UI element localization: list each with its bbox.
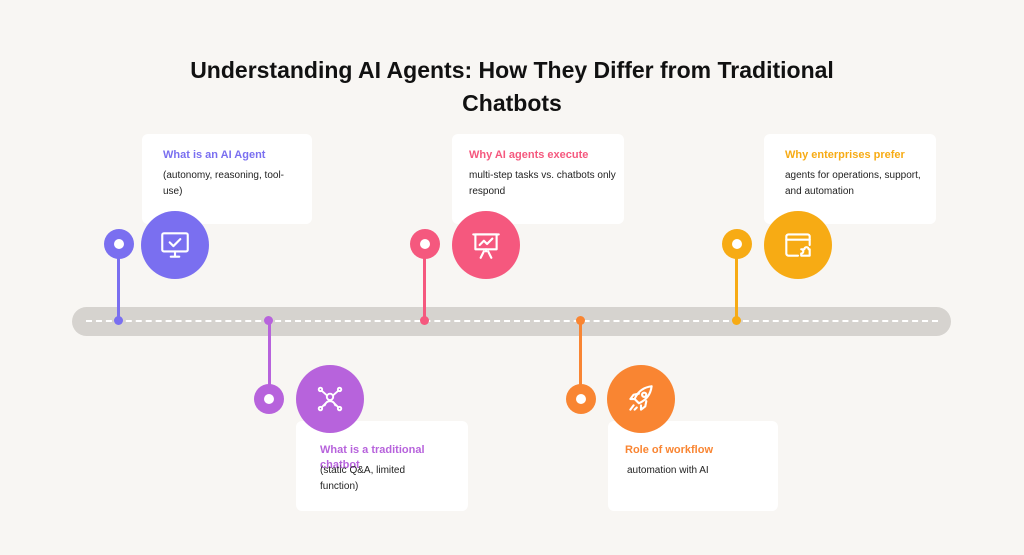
card-heading: What is a traditional chatbot (320, 444, 425, 471)
card-ai-agent: What is an AI Agent (autonomy, reasoning… (142, 134, 312, 224)
card-enterprises-prefer: Why enterprises prefer agents for operat… (764, 134, 936, 224)
timeline-node (566, 384, 596, 414)
connector-stem (735, 244, 738, 321)
card-body: automation with AI (627, 465, 709, 476)
timeline-dot (420, 316, 429, 325)
page-title: Understanding AI Agents: How They Differ… (0, 54, 1024, 120)
timeline-node (104, 229, 134, 259)
timeline-dot (576, 316, 585, 325)
card-role-of-workflow: Role of workflow automation with AI (608, 421, 778, 511)
timeline-dot (114, 316, 123, 325)
browser-puzzle-icon (764, 211, 832, 279)
title-line-2: Chatbots (462, 90, 562, 116)
connector-stem (268, 321, 271, 399)
presentation-chart-icon (452, 211, 520, 279)
card-heading: Why AI agents execute (469, 149, 589, 161)
card-traditional-chatbot: What is a traditional chatbot (static Q&… (296, 421, 468, 511)
network-user-icon (296, 365, 364, 433)
card-heading: Why enterprises prefer (785, 149, 905, 161)
card-body: (autonomy, reasoning, tool-use) (163, 170, 284, 197)
rocket-icon (607, 365, 675, 433)
connector-stem (423, 244, 426, 321)
timeline-node (254, 384, 284, 414)
timeline-dot (264, 316, 273, 325)
timeline-dashed-line (86, 320, 938, 322)
card-body: (static Q&A, limited function) (320, 465, 406, 492)
card-heading: Role of workflow (625, 444, 713, 456)
card-body: agents for operations, support, and auto… (785, 170, 921, 197)
title-line-1: Understanding AI Agents: How They Differ… (190, 57, 834, 83)
monitor-check-icon (141, 211, 209, 279)
timeline-dot (732, 316, 741, 325)
connector-stem (117, 244, 120, 321)
card-why-agents-execute: Why AI agents execute multi-step tasks v… (452, 134, 624, 224)
card-heading: What is an AI Agent (163, 149, 266, 161)
timeline-node (722, 229, 752, 259)
connector-stem (579, 321, 582, 399)
card-body: multi-step tasks vs. chatbots only respo… (469, 170, 616, 197)
timeline-node (410, 229, 440, 259)
